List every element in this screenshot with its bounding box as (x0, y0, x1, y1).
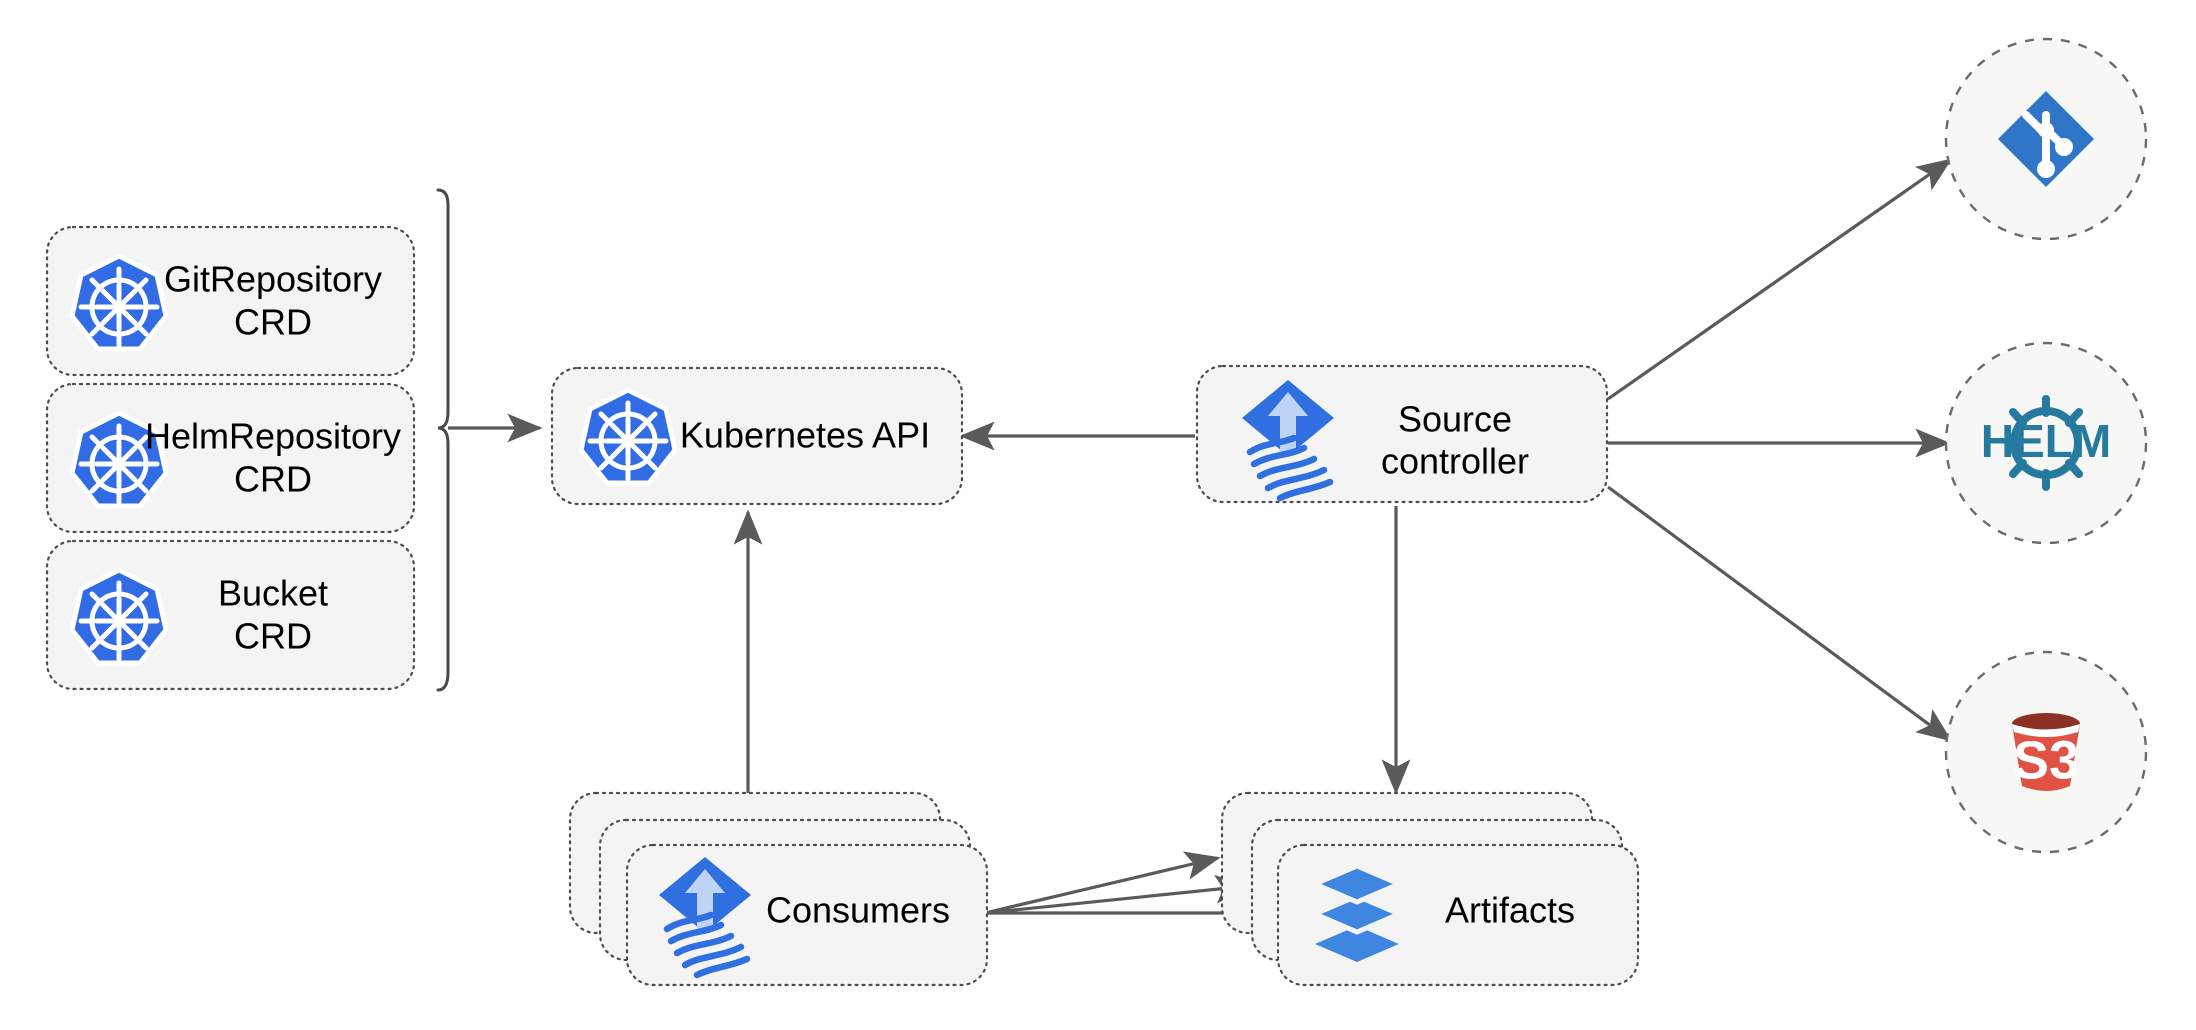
node-kubernetes-api[interactable]: Kubernetes API (550, 366, 964, 506)
crd-label-line2: CRD (234, 302, 312, 343)
crd-card-bucket[interactable]: Bucket CRD (45, 539, 416, 691)
edge-sourcecontroller-to-git (1607, 158, 1953, 401)
artifacts-label: Artifacts (1445, 890, 1575, 931)
crd-label-line2: CRD (234, 459, 312, 500)
crd-label-line1: HelmRepository (145, 416, 401, 457)
edges (448, 158, 1953, 928)
consumers-label: Consumers (766, 890, 950, 931)
source-helm[interactable]: HELM (1944, 341, 2148, 545)
source-s3[interactable]: S3 (1944, 650, 2148, 854)
edge-sourcecontroller-to-s3 (1607, 485, 1953, 742)
node-source-controller[interactable]: Source controller (1195, 364, 1609, 504)
crd-group-brace (436, 188, 450, 692)
s3-label: S3 (2013, 730, 2079, 790)
edge-consumers-to-artifacts (984, 875, 1251, 915)
source-controller-label-line1: Source (1398, 399, 1512, 440)
crd-label-line2: CRD (234, 616, 312, 657)
node-artifacts[interactable]: Artifacts (1220, 791, 1640, 987)
edge-consumers-to-artifacts (984, 851, 1221, 915)
crd-card-gitrepository[interactable]: GitRepository CRD (45, 225, 416, 377)
source-git[interactable] (1944, 37, 2148, 241)
crd-card-helmrepository[interactable]: HelmRepository CRD (45, 382, 416, 534)
crd-group: GitRepository CRD HelmRepository CRD Buc… (45, 225, 416, 691)
source-controller-label-line2: controller (1381, 441, 1529, 482)
crd-label-line1: GitRepository (164, 259, 382, 300)
helm-label: HELM (1981, 415, 2111, 467)
node-consumers[interactable]: Consumers (568, 791, 989, 987)
kubernetes-api-label: Kubernetes API (680, 415, 930, 456)
crd-label-line1: Bucket (218, 573, 328, 614)
